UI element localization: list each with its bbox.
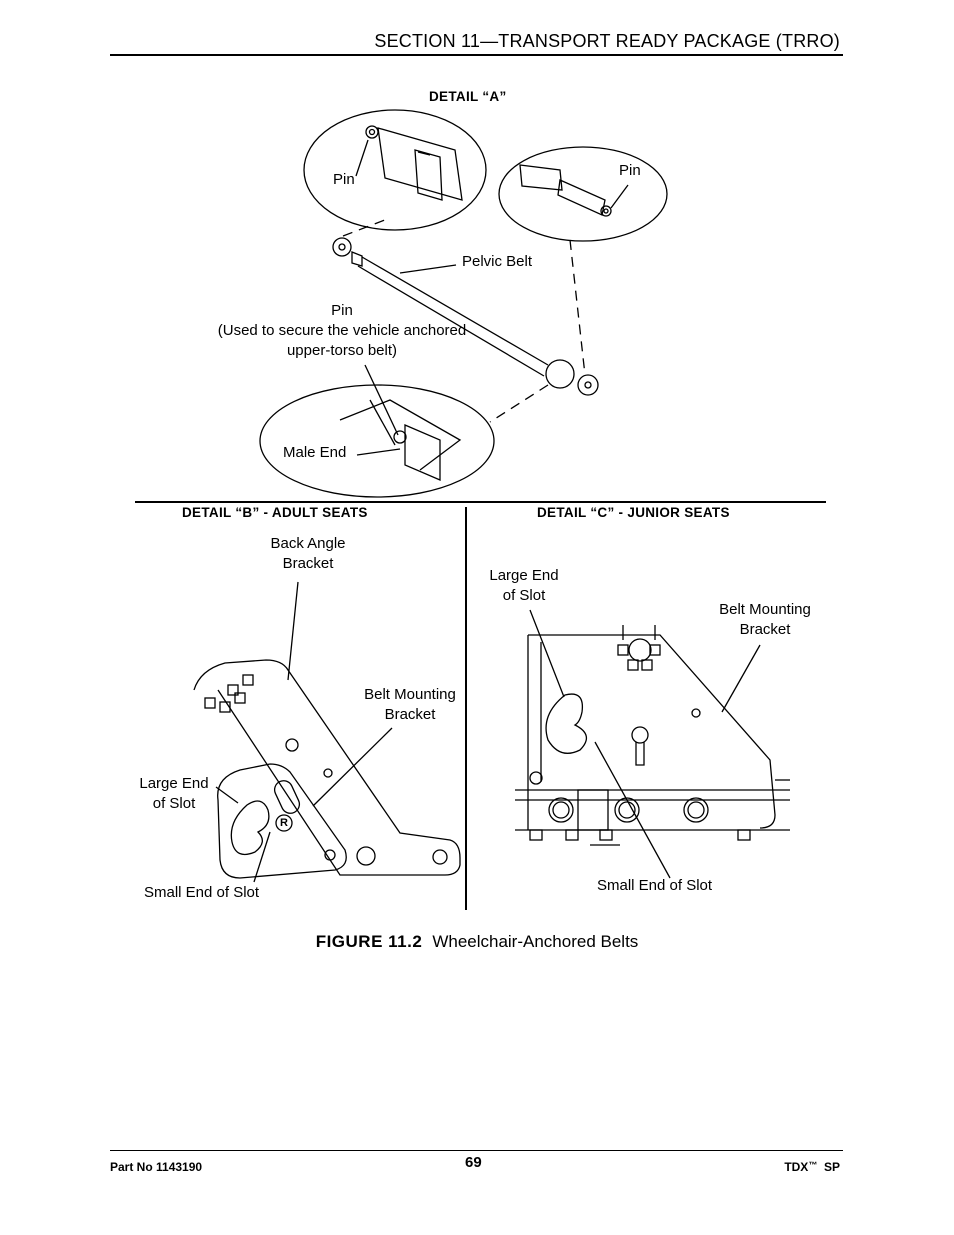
figure-caption: FIGURE 11.2 Wheelchair-Anchored Belts [0, 932, 954, 952]
belt-mounting-bracket-b-label: Belt Mounting Bracket [355, 685, 465, 725]
footer-product-name: TDX [784, 1160, 809, 1174]
back-angle-bracket-line2: Bracket [282, 555, 334, 572]
small-end-b-label: Small End of Slot [144, 884, 260, 901]
belt-mounting-bracket-c-icon [515, 625, 790, 846]
pin-label-left: Pin [333, 171, 355, 188]
back-angle-bracket-line1: Back Angle [270, 535, 346, 552]
belt-buckle-right-icon [519, 164, 612, 217]
large-end-b-line1: Large End [139, 775, 209, 792]
small-end-c-label: Small End of Slot [597, 877, 713, 894]
large-end-b-line2: of Slot [152, 795, 196, 812]
male-end-label: Male End [283, 444, 347, 461]
section-title: SECTION 11—TRANSPORT READY PACKAGE (TRRO… [374, 31, 840, 51]
back-angle-bracket-label: Back Angle Bracket [248, 534, 368, 574]
belt-mounting-bracket-c-line1: Belt Mounting [719, 601, 811, 618]
belt-mounting-bracket-b-line1: Belt Mounting [364, 686, 456, 703]
footer-product-suffix: SP [823, 1160, 840, 1174]
registered-mark: R [280, 817, 288, 829]
belt-mounting-bracket-b-icon [217, 763, 347, 879]
footer-rule [110, 1150, 843, 1151]
belt-mounting-bracket-b-line2: Bracket [384, 706, 436, 723]
detail-a-zoom-circle-left [303, 109, 487, 231]
detail-c-title: DETAIL “C” - JUNIOR SEATS [537, 505, 730, 520]
male-end-icon [339, 399, 462, 481]
pin-note-line2: upper-torso belt) [286, 342, 398, 359]
pelvic-belt-strap [332, 237, 599, 396]
registered-mark-circle [275, 814, 293, 832]
header-rule [110, 54, 843, 56]
detail-b-title: DETAIL “B” - ADULT SEATS [182, 505, 368, 520]
back-angle-bracket-icon [193, 659, 461, 876]
figure-number: FIGURE 11.2 [315, 932, 423, 951]
footer-part-number: Part No 1143190 [110, 1160, 203, 1174]
detail-a-title: DETAIL “A” [429, 89, 507, 104]
footer-page-number: 69 [465, 1154, 482, 1171]
large-end-c-label: Large End of Slot [484, 566, 564, 606]
figure-title: Wheelchair-Anchored Belts [432, 932, 639, 951]
pin-center-title: Pin [331, 302, 353, 319]
pelvic-belt-label: Pelvic Belt [462, 253, 533, 270]
belt-mounting-bracket-c-line2: Bracket [739, 621, 791, 638]
pin-label-right: Pin [619, 162, 641, 179]
pin-center-label: Pin (Used to secure the vehicle anchored… [212, 301, 472, 361]
footer-product: TDX™ SP [784, 1160, 840, 1174]
belt-buckle-left-icon [365, 125, 463, 201]
detail-a-zoom-circle-right [498, 146, 668, 242]
belt-mounting-bracket-c-label: Belt Mounting Bracket [710, 600, 820, 640]
large-end-c-line2: of Slot [502, 587, 546, 604]
footer-trademark: ™ [808, 1160, 818, 1170]
detail-a-zoom-circle-bottom [259, 384, 495, 498]
pin-note-line1: (Used to secure the vehicle anchored [217, 322, 467, 339]
large-end-c-line1: Large End [489, 567, 559, 584]
large-end-b-label: Large End of Slot [134, 774, 214, 814]
